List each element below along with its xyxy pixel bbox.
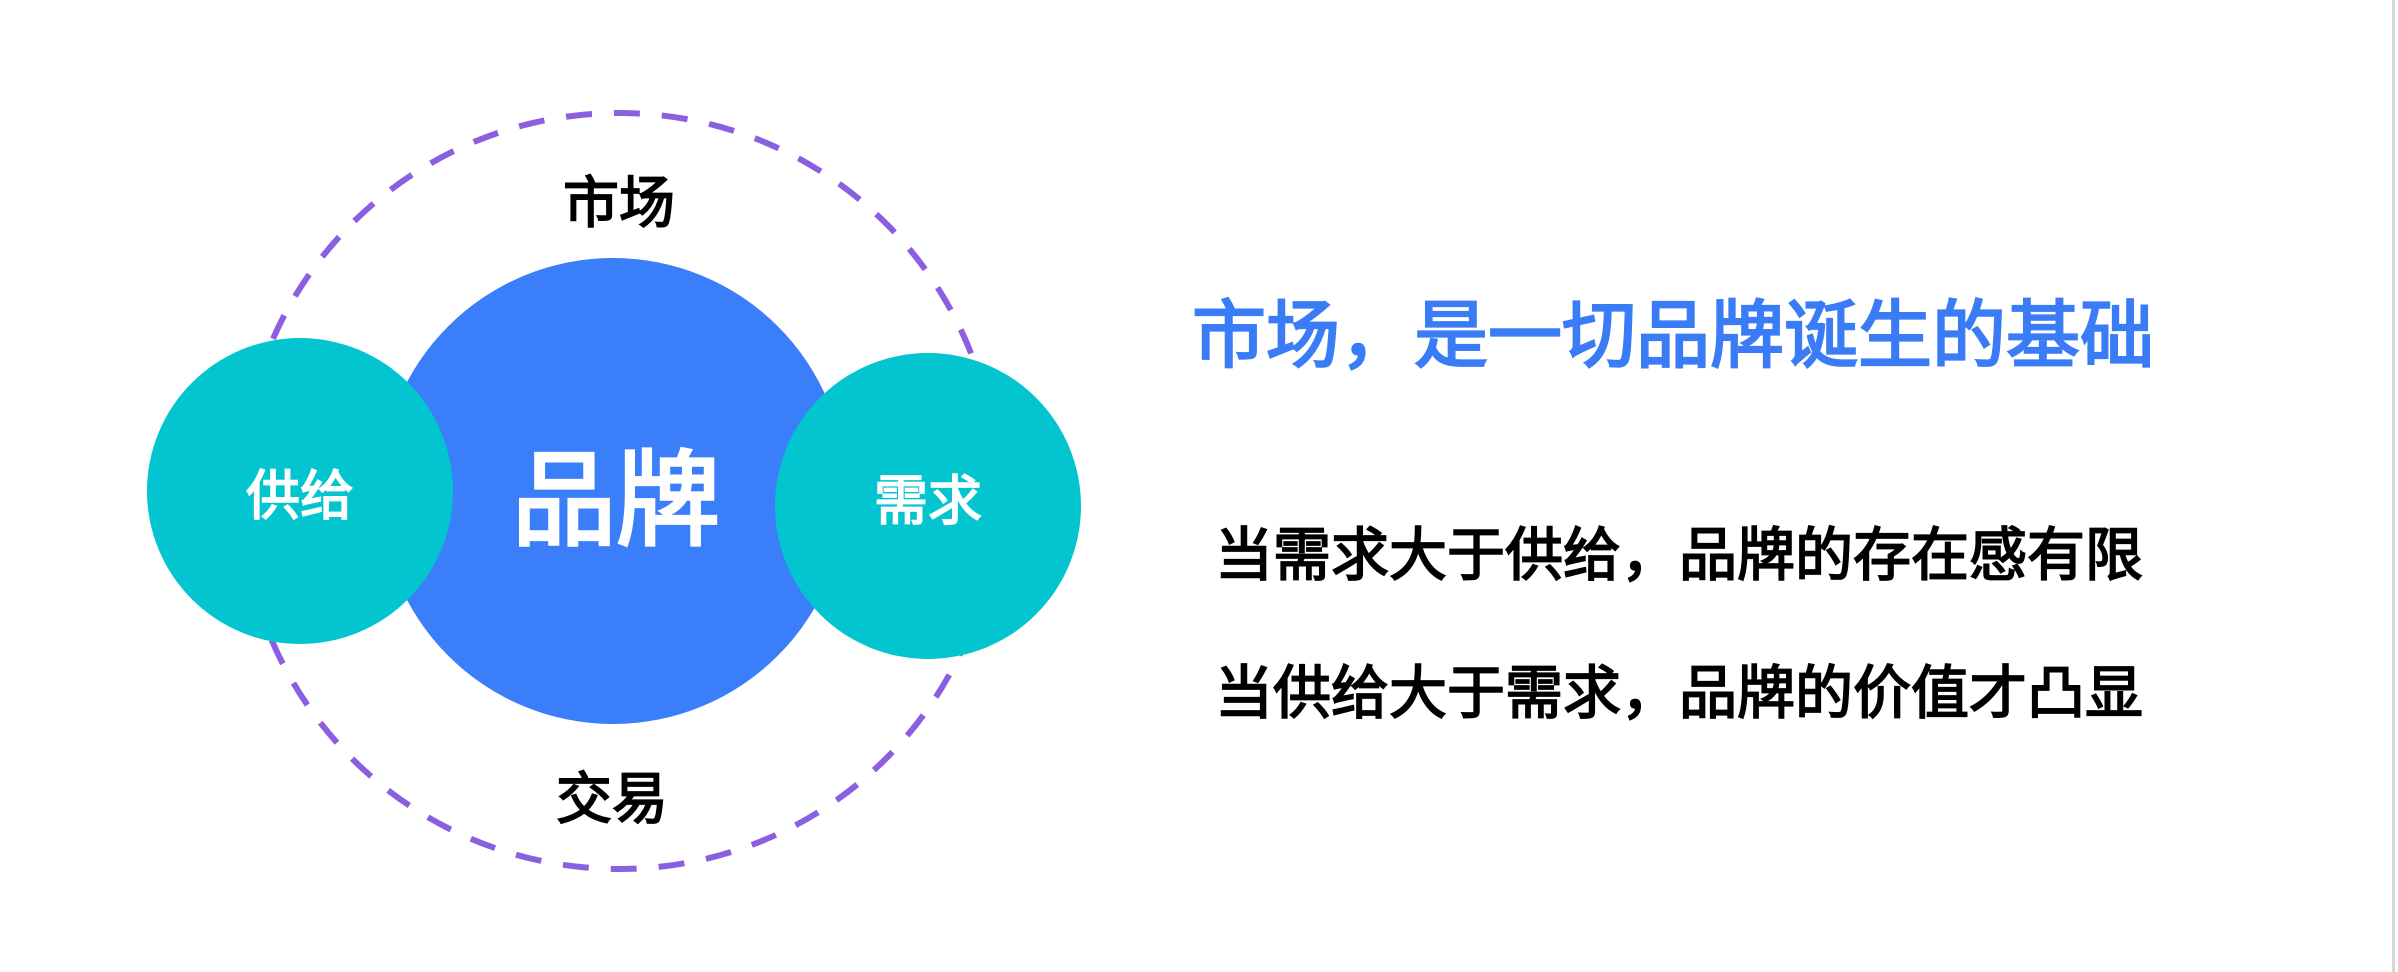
supply-circle [147,338,453,644]
brand-label: 品牌 [511,439,721,562]
statement-line-2: 当供给大于需求，品牌的价值才凸显 [1215,659,2144,727]
market-label: 市场 [563,171,675,237]
statement-line-1: 当需求大于供给，品牌的存在感有限 [1215,521,2144,589]
supply-label: 供给 [246,464,354,528]
headline: 市场，是一切品牌诞生的基础 [1192,293,2154,379]
right-edge-divider [2392,0,2395,972]
demand-circle [775,353,1081,659]
demand-label: 需求 [874,469,982,533]
brand-circle [380,258,846,724]
transaction-label: 交易 [556,767,668,833]
